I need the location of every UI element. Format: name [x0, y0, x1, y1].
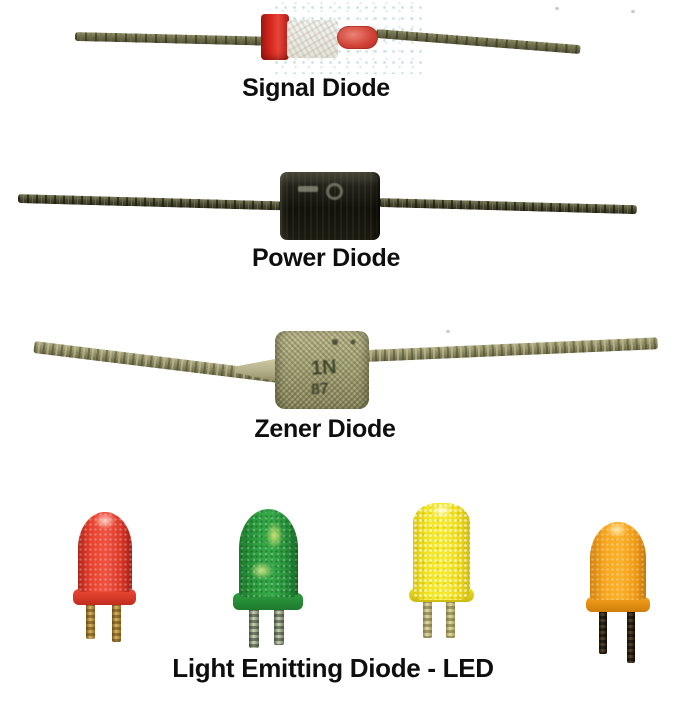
zener-diode-body: 1N 87 [275, 331, 369, 409]
zener-body-marking-line1: 1N [310, 356, 338, 380]
signal-diode-glass-body [287, 20, 338, 58]
zener-diode-caption: Zener Diode [254, 415, 396, 443]
scan-speck [446, 330, 450, 333]
red-led-leg [112, 603, 121, 642]
power-diode-marking [326, 183, 343, 200]
signal-diode-anode-bead [337, 26, 378, 49]
power-diode-body [280, 172, 380, 240]
scan-speck [631, 10, 635, 13]
scan-speck [555, 7, 559, 10]
red-led-leg [86, 603, 95, 639]
orange-led-leg [627, 610, 635, 663]
signal-diode-cathode-band [261, 14, 289, 60]
green-led [239, 509, 298, 597]
red-led [78, 512, 132, 592]
green-led-leg [249, 608, 259, 648]
green-led-flange [233, 593, 303, 610]
led-caption: Light Emitting Diode - LED [172, 653, 494, 683]
power-diode-marking [298, 186, 318, 192]
green-led-leg [274, 608, 284, 645]
yellow-led-leg [423, 600, 432, 638]
red-led-flange [73, 589, 136, 605]
orange-led-flange [586, 597, 650, 612]
signal-diode-caption: Signal Diode [242, 74, 390, 102]
orange-led-leg [599, 610, 607, 654]
zener-diode-left-lead [33, 341, 279, 383]
zener-body-marking-line2: 87 [310, 380, 330, 399]
yellow-led-leg [446, 600, 455, 638]
power-diode-left-lead [17, 194, 283, 211]
power-diode-caption: Power Diode [251, 244, 401, 272]
yellow-led [413, 503, 470, 600]
power-diode-right-lead [378, 198, 638, 215]
orange-led [590, 522, 646, 600]
zener-body-marking-top [327, 335, 361, 349]
zener-diode-right-lead [365, 337, 658, 362]
signal-diode-left-lead [74, 32, 266, 46]
